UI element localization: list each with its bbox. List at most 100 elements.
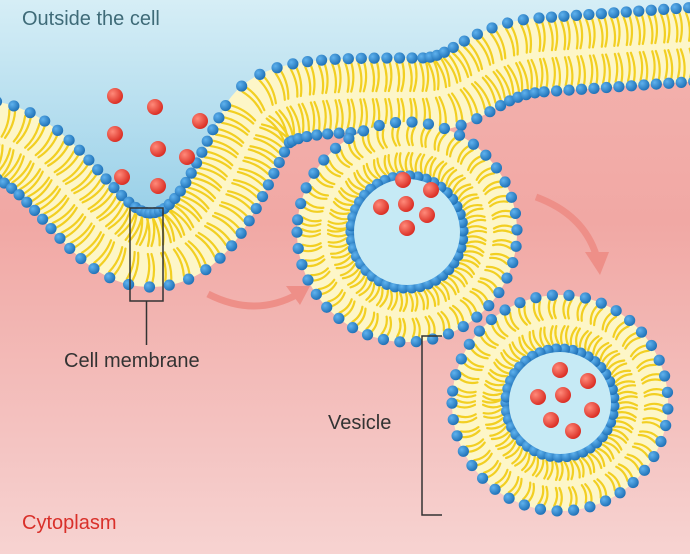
- lipid-tail: [358, 98, 364, 129]
- lipid-tail: [203, 156, 232, 170]
- phospholipid-head: [292, 242, 304, 255]
- phospholipid-head: [377, 333, 390, 346]
- lipid-tail: [420, 127, 426, 148]
- lipid-tail: [640, 14, 646, 46]
- lipid-tail: [474, 343, 491, 357]
- lipid-tail: [654, 49, 661, 80]
- phospholipid-head: [648, 450, 660, 463]
- lipid-tail: [358, 280, 373, 297]
- phospholipid-head: [318, 154, 330, 166]
- phospholipid-head: [39, 115, 51, 127]
- lipid-tail: [554, 56, 562, 87]
- lipid-tail: [347, 177, 364, 191]
- lipid-tail: [554, 460, 559, 482]
- phospholipid-head: [311, 129, 323, 141]
- lipid-tail: [390, 291, 399, 311]
- cargo-particle: [398, 196, 414, 212]
- lipid-tail: [8, 155, 25, 182]
- lipid-tail: [511, 341, 526, 357]
- phospholipid-head: [662, 403, 674, 415]
- lipid-tail: [502, 440, 517, 457]
- lipid-tail: [445, 168, 458, 187]
- lipid-tail: [576, 301, 583, 322]
- lipid-tail: [553, 20, 559, 52]
- lipid-tail: [458, 193, 478, 203]
- lipid-tail: [310, 186, 330, 197]
- lipid-tail: [43, 194, 68, 215]
- lipid-tail: [312, 270, 331, 282]
- lipid-tail: [463, 250, 484, 257]
- lipid-tail: [665, 13, 671, 44]
- phospholipid-head: [315, 54, 328, 66]
- lipid-tail: [463, 45, 480, 72]
- lipid-tail: [74, 224, 96, 248]
- lipid-tail: [482, 459, 499, 474]
- lipid-tail: [440, 310, 451, 330]
- phospholipid-heads: [446, 289, 674, 517]
- lipid-tail: [611, 428, 629, 441]
- lipid-tail: [338, 190, 355, 204]
- lipid-tail: [553, 486, 559, 507]
- lipid-tail: [450, 92, 464, 121]
- lipid-tail: [368, 285, 381, 303]
- lipid-tail: [584, 483, 593, 503]
- lipid-tail: [591, 18, 596, 49]
- lipid-tail: [417, 290, 425, 311]
- phospholipid-head: [509, 207, 522, 220]
- phospholipid-head: [201, 135, 213, 147]
- lipid-tail: [614, 373, 633, 384]
- phospholipid-head: [624, 314, 636, 327]
- lipid-tail: [470, 348, 489, 360]
- lipid-tail: [517, 307, 528, 326]
- phospholipid-head: [88, 262, 100, 275]
- lipid-tail: [459, 148, 474, 165]
- lipid-tail: [305, 200, 325, 209]
- phospholipid-head: [342, 53, 354, 65]
- lipid-tail: [560, 20, 567, 51]
- lipid-tail: [580, 302, 589, 322]
- lipid-tail: [629, 344, 647, 358]
- lipid-tail: [566, 299, 573, 320]
- phospholipid-head: [551, 505, 563, 517]
- lipid-tail: [643, 393, 664, 398]
- lipid-tail: [404, 151, 410, 172]
- lipid-tail: [542, 57, 549, 88]
- lipid-tail: [34, 131, 54, 157]
- lipid-tail: [27, 176, 51, 198]
- lipid-tail: [362, 62, 368, 93]
- phospholipid-head: [450, 369, 462, 381]
- lipid-tail: [1, 149, 15, 177]
- lipid-tail: [445, 137, 456, 156]
- lipid-tail: [641, 378, 662, 385]
- lipid-tail: [453, 183, 472, 196]
- lipid-tail: [617, 406, 638, 411]
- phospholipid-head: [397, 282, 409, 294]
- lipid-tail: [571, 486, 578, 506]
- lipid-tail: [495, 320, 509, 338]
- lipid-tail: [482, 180, 501, 192]
- lipid-tail: [460, 259, 480, 268]
- lipid-tail: [466, 229, 488, 235]
- lipid-tail: [53, 150, 75, 174]
- lipid-tail: [477, 280, 495, 294]
- lipid-tail: [635, 15, 642, 46]
- phospholipid-head: [614, 487, 626, 499]
- lipid-tail: [452, 52, 470, 79]
- lipid-tail: [617, 463, 634, 478]
- lipid-tail: [56, 154, 80, 176]
- lipid-tail: [485, 265, 505, 275]
- lipid-tail: [195, 234, 216, 258]
- phospholipid-head: [410, 336, 422, 348]
- lipid-tail: [230, 104, 257, 122]
- phospholipid-head: [54, 232, 66, 244]
- lipid-tail: [303, 206, 324, 213]
- lipid-tail: [64, 215, 87, 239]
- lipid-tail: [589, 452, 603, 470]
- lipid-tail: [302, 245, 323, 253]
- lipid-tail: [460, 371, 480, 381]
- lipid-tail: [295, 67, 303, 98]
- lipid-tail: [44, 140, 65, 165]
- extracellular-particle: [114, 169, 130, 185]
- lipid-tail: [362, 98, 369, 129]
- budding-vesicle: [291, 116, 523, 348]
